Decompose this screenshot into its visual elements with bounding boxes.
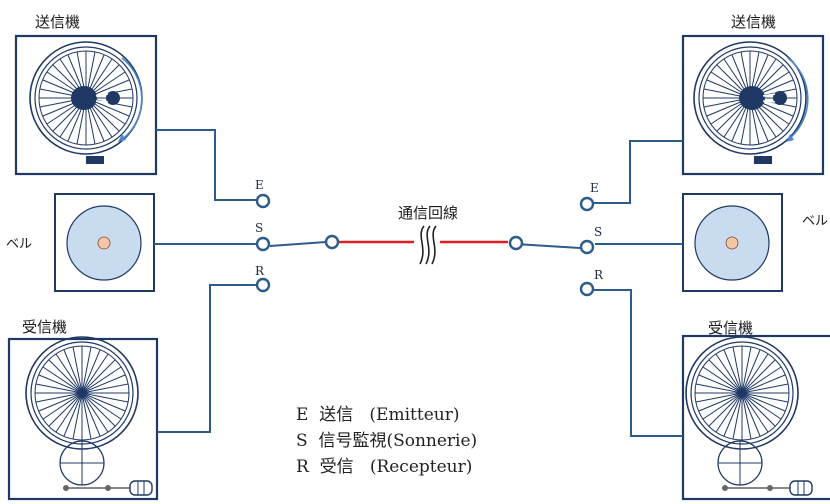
communication-line-label: 通信回線 [398, 204, 459, 222]
left-bell-label: ベル [6, 237, 33, 252]
left-terminal-s-label: S [255, 221, 264, 235]
right-transmitter-label: 送信機 [731, 13, 777, 31]
right-terminal-e-label: E [590, 181, 599, 195]
left-transmitter [14, 34, 158, 176]
right-terminal-e [579, 196, 595, 212]
left-receiver-label: 受信機 [22, 318, 68, 336]
left-transmitter-label: 送信機 [35, 13, 81, 31]
right-terminal-s-label: S [594, 225, 603, 239]
right-terminal-s [579, 239, 595, 255]
right-receiver-label: 受信機 [708, 319, 754, 337]
left-terminal-r-label: R [255, 264, 265, 278]
right-bell-label: ベル [802, 214, 829, 229]
communication-line [339, 225, 508, 265]
terminals [255, 193, 595, 297]
left-receiver [7, 336, 159, 501]
left-terminal-s [255, 236, 271, 252]
legend: E 送信 (Emitteur) S 信号監視(Sonnerie) R 受信 (R… [296, 402, 477, 480]
right-transmitter [681, 34, 825, 176]
right-receiver [681, 334, 830, 501]
line-terminal-right [508, 235, 524, 251]
left-terminal-r [255, 277, 271, 293]
left-bell [54, 193, 155, 292]
legend-row-r: R 受信 (Recepteur) [296, 457, 473, 477]
left-wiring [154, 129, 683, 437]
left-terminal-e [255, 193, 271, 209]
right-bell [682, 193, 783, 292]
right-terminal-r-label: R [594, 268, 604, 282]
legend-row-s: S 信号監視(Sonnerie) [296, 431, 478, 451]
line-terminal-left [324, 234, 340, 250]
left-terminal-e-label: E [255, 178, 264, 192]
right-terminal-r [579, 281, 595, 297]
legend-row-e: E 送信 (Emitteur) [296, 405, 460, 425]
